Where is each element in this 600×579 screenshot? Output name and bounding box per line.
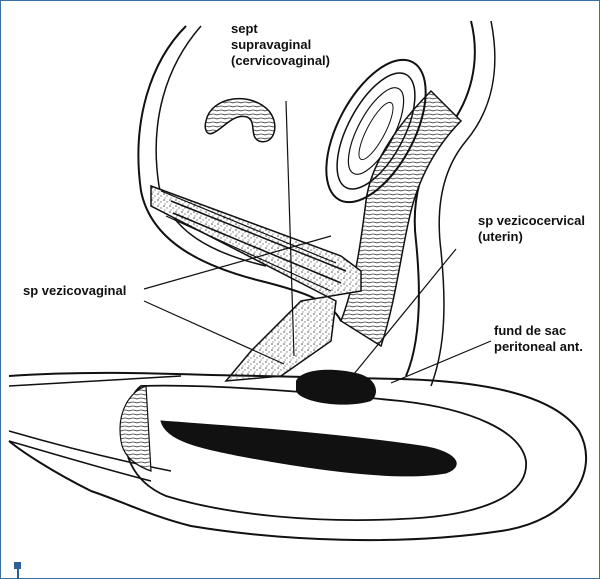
bladder-lumen <box>161 421 456 476</box>
label-line: supravaginal <box>231 37 330 53</box>
bladder-neck <box>120 386 151 471</box>
peritoneal-pouch <box>296 370 376 405</box>
label-line: fund de sac <box>494 323 583 339</box>
label-line: (cervicovaginal) <box>231 53 330 69</box>
label-sept-supravaginal: sept supravaginal (cervicovaginal) <box>231 21 330 69</box>
uterine-wall-texture <box>341 91 461 346</box>
label-line: peritoneal ant. <box>494 339 583 355</box>
label-fund-de-sac: fund de sac peritoneal ant. <box>494 323 583 355</box>
label-line: sept <box>231 21 330 37</box>
urethra-lines <box>9 376 181 481</box>
label-sp-vezicocervical: sp vezicocervical (uterin) <box>478 213 599 245</box>
label-sp-vezicovaginal: sp vezicovaginal <box>23 283 126 299</box>
coiled-structure <box>205 99 275 142</box>
label-line: sp vezicocervical <box>478 213 599 229</box>
corner-marker-icon <box>14 562 21 579</box>
label-line: (uterin) <box>478 229 599 245</box>
